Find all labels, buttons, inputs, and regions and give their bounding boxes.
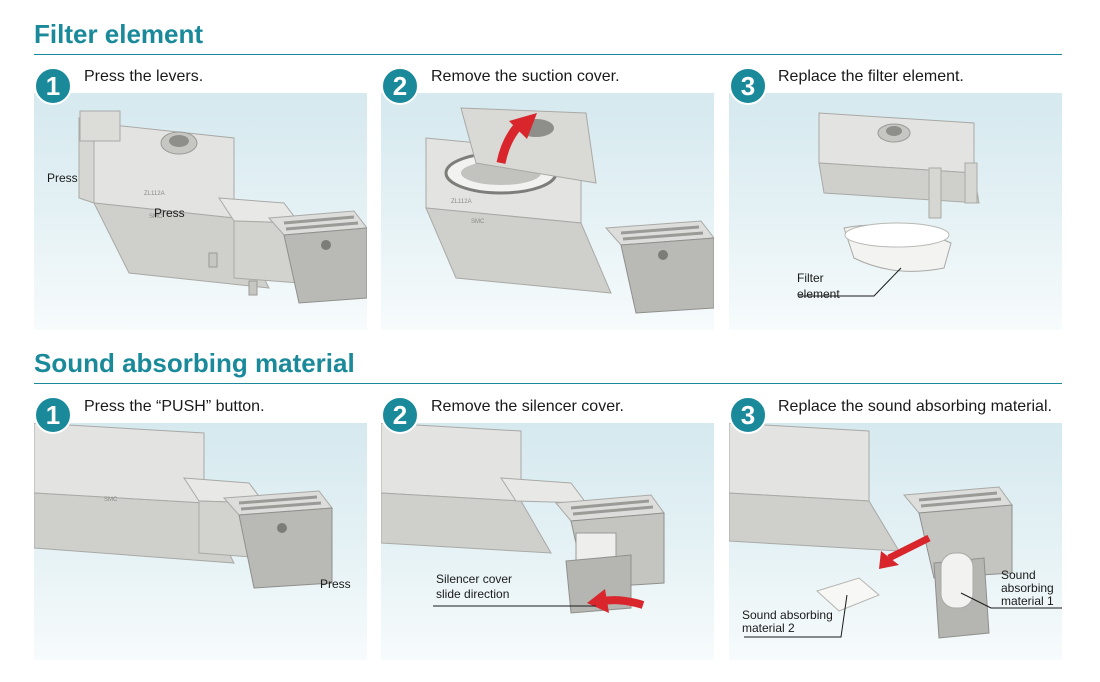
svg-text:SMC: SMC <box>104 497 118 503</box>
filter-unit-closed-illustration: ZL112A SMC <box>78 110 367 304</box>
sound-step2-text: Remove the silencer cover. <box>431 398 624 415</box>
silencer-slide-label-line1: Silencer cover <box>436 572 513 586</box>
filter-step2-text: Remove the suction cover. <box>431 68 620 85</box>
filter-section-rule <box>34 54 1062 55</box>
sound-step1-press-label: Press <box>320 577 351 591</box>
filter-step1-press-center-label: Press <box>154 206 185 220</box>
sound-step1-badge: 1 <box>34 396 72 434</box>
sound-material-1-label-line1: Sound <box>1001 568 1036 582</box>
svg-text:ZL112A: ZL112A <box>144 191 165 197</box>
filter-step1-badge: 1 <box>34 67 72 105</box>
sound-step3-text: Replace the sound absorbing material. <box>778 398 1052 415</box>
filter-step3-image: Filter element <box>729 93 1062 330</box>
sound-material-2-label-line2: material 2 <box>742 621 795 635</box>
sound-section-rule <box>34 383 1062 384</box>
filter-step1-press-left-label: Press <box>47 171 78 185</box>
sound-material-2-label-line1: Sound absorbing <box>742 608 833 622</box>
filter-step2-image: ZL112A SMC <box>381 93 714 330</box>
sound-step1-image: SMC Press <box>34 423 367 660</box>
silencer-slide-illustration <box>381 423 665 614</box>
filter-element-replace-illustration <box>799 112 980 297</box>
sound-section-title: Sound absorbing material <box>34 348 355 378</box>
filter-step3-text: Replace the filter element. <box>778 68 964 85</box>
silencer-push-illustration: SMC <box>34 423 333 589</box>
filter-element-label-line2: element <box>797 287 840 301</box>
silencer-slide-label-line2: slide direction <box>436 587 510 601</box>
filter-section-title: Filter element <box>34 19 204 49</box>
sound-step3-badge: 3 <box>729 396 767 434</box>
filter-step2-badge: 2 <box>381 67 419 105</box>
sound-step2-image: Silencer cover slide direction <box>381 423 714 660</box>
filter-element-label-line1: Filter <box>797 271 824 285</box>
filter-step1-image: ZL112A SMC Press Press <box>34 93 367 330</box>
svg-text:SMC: SMC <box>149 214 163 220</box>
sound-step3-image: Sound absorbing material 2 Sound absorbi… <box>729 423 1062 660</box>
sound-material-1-label-line3: material 1 <box>1001 594 1054 608</box>
filter-unit-open-illustration: ZL112A SMC <box>425 107 714 314</box>
svg-text:ZL112A: ZL112A <box>451 199 472 205</box>
filter-step1-text: Press the levers. <box>84 68 204 85</box>
sound-material-replace-illustration <box>729 423 1062 639</box>
svg-text:SMC: SMC <box>471 219 485 225</box>
sound-material-1-label-line2: absorbing <box>1001 581 1054 595</box>
sound-step1-text: Press the “PUSH” button. <box>84 398 265 415</box>
sound-step2-badge: 2 <box>381 396 419 434</box>
filter-step3-badge: 3 <box>729 67 767 105</box>
